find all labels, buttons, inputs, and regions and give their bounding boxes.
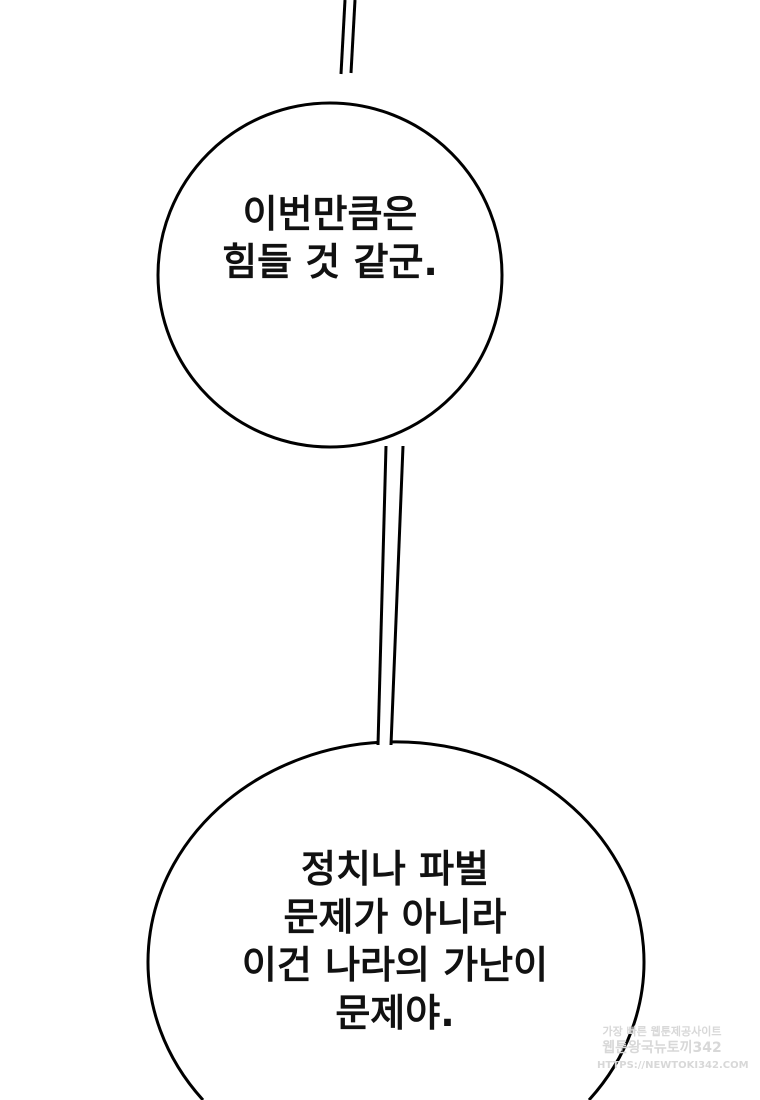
bubble-1-text: 이번만큼은 힘들 것 같군.	[180, 190, 480, 286]
bubble-text-line: 이번만큼은	[242, 192, 418, 236]
bubble-2-text: 정치나 파벌 문제가 아니라 이건 나라의 가난이 문제야.	[150, 845, 640, 1037]
speech-bubble-1	[156, 101, 504, 449]
bubble-text-line: 정치나 파벌	[300, 847, 490, 891]
speech-bubble-2	[146, 740, 646, 1100]
bubble-text-line: 이건 나라의 가난이	[241, 943, 549, 987]
watermark-line: 가장 빠른 웹툰제공사이트	[602, 1025, 722, 1038]
watermark: 가장 빠른 웹툰제공사이트 웹툰왕국뉴토끼342 HTTPS://NEWTOKI…	[597, 1023, 749, 1074]
bubble-connector	[376, 445, 405, 746]
bubble-tail-top	[339, 0, 357, 75]
bubble-text-line: 문제가 아니라	[283, 895, 507, 939]
bubble-text-line: 문제야.	[335, 991, 455, 1035]
watermark-line: HTTPS://NEWTOKI342.COM	[597, 1060, 749, 1071]
bubble-text-line: 힘들 것 같군.	[222, 240, 438, 284]
watermark-line: 웹툰왕국뉴토끼342	[602, 1040, 722, 1056]
